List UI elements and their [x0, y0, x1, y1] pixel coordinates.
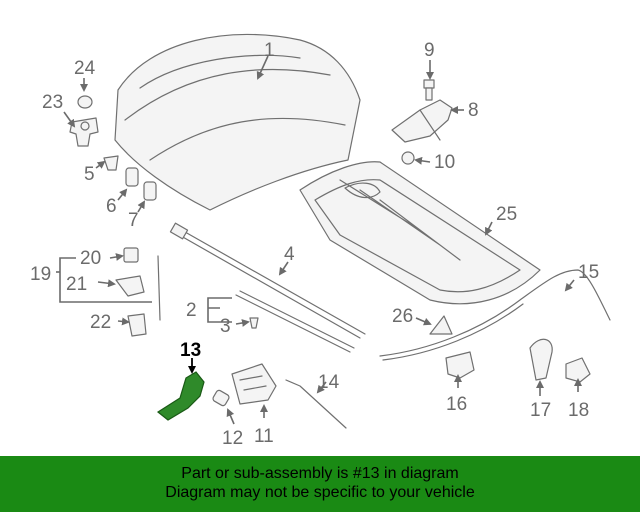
hinge-bracket-small — [69, 117, 99, 147]
callout-17: 17 — [530, 400, 551, 421]
latch-cable-rod — [285, 379, 347, 429]
callout-23: 23 — [42, 92, 63, 113]
callout-10: 10 — [434, 152, 455, 173]
prop-rod — [157, 255, 161, 321]
release-lever — [529, 338, 553, 381]
hinge-nut — [401, 151, 415, 165]
prop-rod-holder-21 — [115, 275, 145, 297]
callout-22: 22 — [90, 312, 111, 333]
hood-seal — [235, 290, 355, 353]
callout-26: 26 — [392, 306, 413, 327]
hood-latch — [231, 363, 277, 405]
release-cable — [379, 269, 611, 361]
parts-diagram: 1 24 23 5 6 7 9 8 10 25 4 15 20 19 21 22… — [30, 33, 611, 449]
callout-21: 21 — [66, 274, 87, 295]
callout-12: 12 — [222, 428, 243, 449]
callout-9: 9 — [424, 40, 435, 61]
banner-line-2: Diagram may not be specific to your vehi… — [165, 484, 475, 501]
callout-19: 19 — [30, 264, 51, 285]
callout-13: 13 — [180, 340, 201, 361]
bumper-stop-5 — [103, 155, 119, 171]
hood-weatherstrip — [169, 222, 366, 339]
bumper-stop-7 — [143, 181, 157, 201]
hood-bumper-clip — [77, 95, 93, 109]
callout-20: 20 — [80, 248, 101, 269]
latch-switch — [212, 389, 230, 407]
release-pad — [429, 315, 453, 335]
callout-15: 15 — [578, 262, 599, 283]
callout-25: 25 — [496, 204, 517, 225]
callout-11: 11 — [254, 426, 274, 447]
bumper-stop-6 — [125, 167, 139, 187]
release-handle — [445, 351, 475, 379]
callout-4: 4 — [284, 244, 295, 265]
prop-rod-grommet-22 — [127, 313, 147, 337]
callout-3: 3 — [220, 316, 231, 337]
hood-insulator — [299, 161, 541, 305]
banner-line-1: Part or sub-assembly is #13 in diagram — [181, 465, 459, 482]
callout-24: 24 — [74, 58, 96, 79]
secondary-latch-highlighted — [156, 371, 205, 421]
callout-1: 1 — [264, 40, 275, 61]
info-banner: Part or sub-assembly is #13 in diagram D… — [0, 456, 640, 512]
callout-5: 5 — [84, 164, 95, 185]
callout-7: 7 — [128, 210, 139, 231]
seal-clip — [249, 317, 259, 329]
callout-18: 18 — [568, 400, 589, 421]
callout-6: 6 — [106, 196, 117, 217]
callout-2: 2 — [186, 300, 197, 321]
callout-8: 8 — [468, 100, 479, 121]
callout-leaders — [56, 55, 582, 425]
callout-14: 14 — [318, 372, 340, 393]
prop-rod-clip-20 — [123, 247, 139, 263]
release-bracket — [565, 357, 591, 383]
hood-hinge — [391, 99, 453, 143]
hinge-bolt — [423, 79, 435, 101]
callout-16: 16 — [446, 394, 467, 415]
hood-panel — [114, 33, 361, 211]
